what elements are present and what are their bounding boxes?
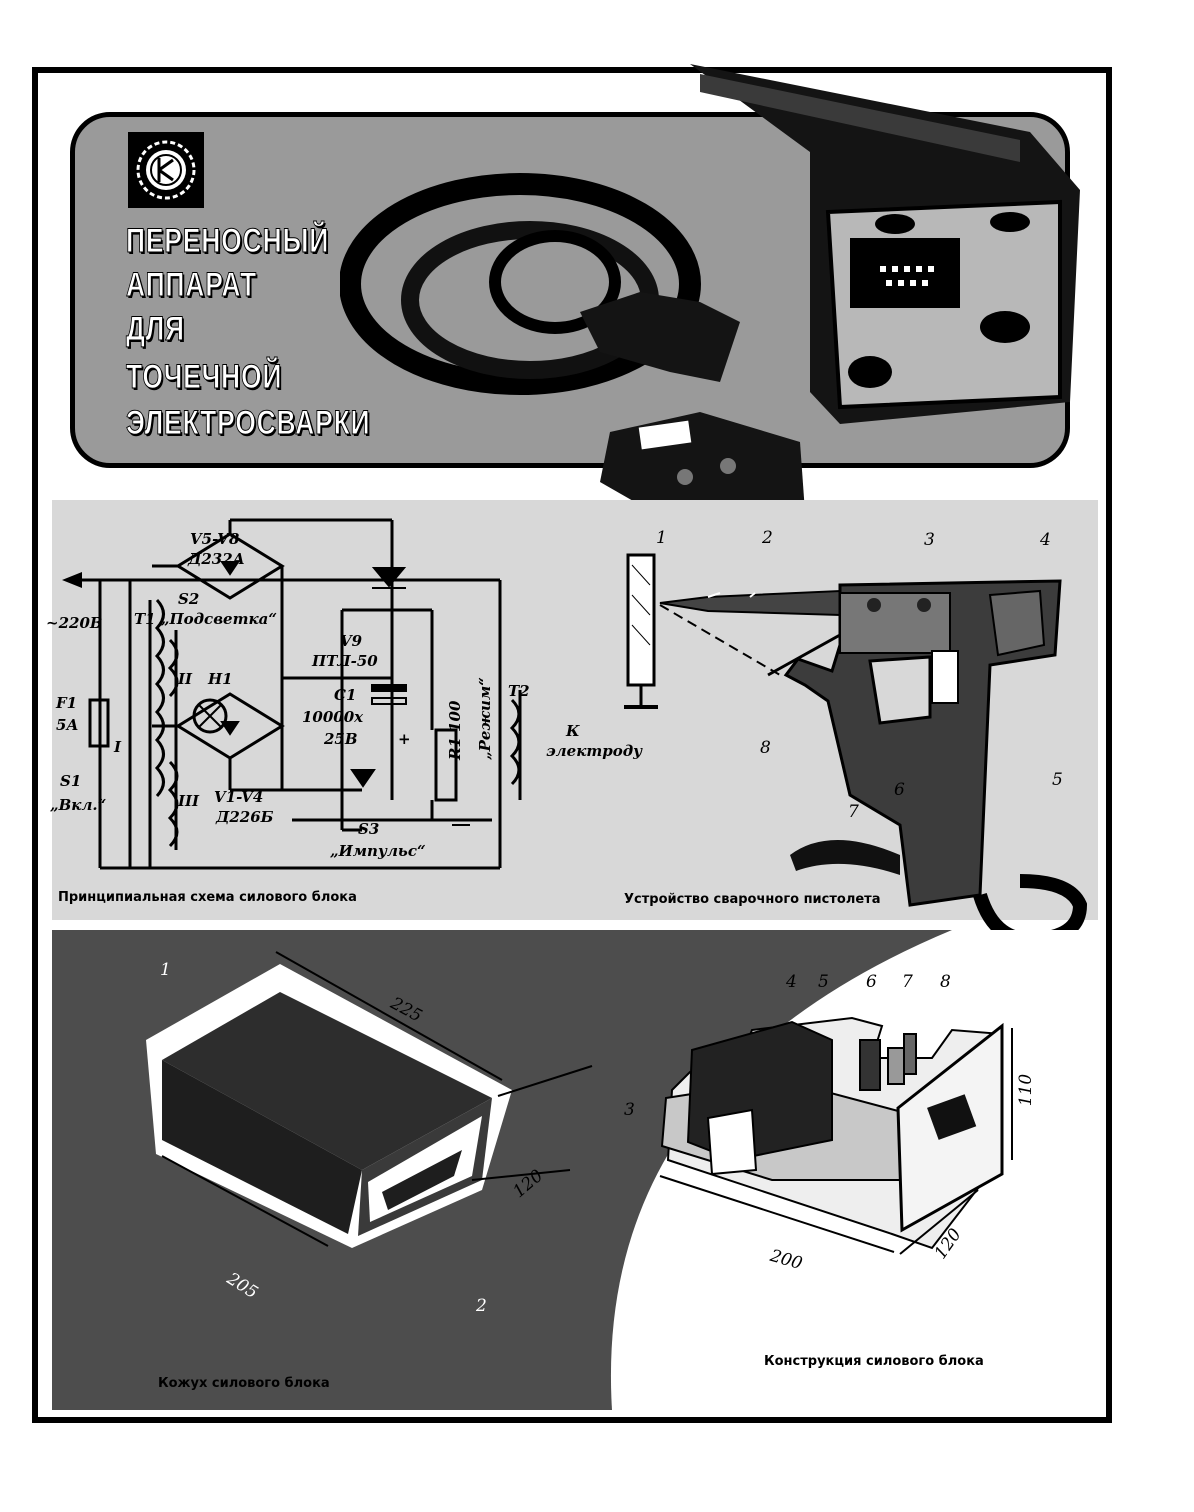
pistol-part-1: 1 [656,528,667,548]
pistol-part-7: 7 [848,802,859,822]
construction-part-4: 4 [786,972,797,992]
label-s3: S3 [358,820,380,838]
pistol-part-8: 8 [760,738,771,758]
label-mains: ~220В [46,614,103,632]
title-line-3: ДЛЯ [126,310,185,349]
device-photo [340,64,1080,527]
label-rezhim: „Режим“ [476,677,494,760]
label-s2: S2 [178,590,200,608]
circuit-schematic [62,518,522,870]
pistol-part-3: 3 [924,530,935,550]
label-t2: T2 [508,682,530,700]
label-vkl: „Вкл.“ [50,796,107,814]
title-line-5: ЭЛЕКТРОСВАРКИ [126,404,371,443]
label-v1v4: V1-V4 [214,788,264,806]
welding-pistol-drawing [624,553,1088,945]
title-line-1: ПЕРЕНОСНЫЙ [126,222,330,261]
label-plus: + [398,730,411,748]
casing-part-1: 1 [160,960,171,980]
title-line-2: АППАРАТ [126,266,257,305]
pistol-part-2: 2 [762,528,773,548]
label-f1-value: 5А [56,716,79,734]
construction-part-3: 3 [624,1100,635,1120]
label-v9: V9 [340,632,363,650]
label-ptl50: ПТЛ-50 [312,652,378,670]
label-c1: C1 [334,686,357,704]
label-v5v8: V5-V8 [190,530,240,548]
construction-part-8: 8 [940,972,951,992]
casing-part-2: 2 [476,1296,487,1316]
pistol-part-4: 4 [1040,530,1051,550]
label-d226b: Д226Б [216,808,274,826]
label-c1-value: 10000х [302,708,364,726]
dimension-drawings [146,930,1098,1410]
construction-caption: Конструкция силового блока [764,1354,984,1369]
label-s1: S1 [60,772,82,790]
label-winding-iii: III [178,792,200,810]
construction-dim-110: 110 [1016,1073,1037,1107]
label-electrodu: электроду [546,742,643,760]
construction-part-7: 7 [902,972,913,992]
journal-emblem [128,132,204,208]
title-line-4: ТОЧЕЧНОЙ [126,358,283,397]
pistol-caption: Устройство сварочного пистолета [624,892,881,907]
label-f1: F1 [56,694,78,712]
label-c1-voltage: 25В [324,730,358,748]
label-r1: R1 100 [446,700,464,760]
label-h1: H1 [208,670,233,688]
construction-part-6: 6 [866,972,877,992]
label-impuls: „Импульс“ [330,842,426,860]
label-winding-i: I [114,738,122,756]
construction-part-5: 5 [818,972,829,992]
pistol-part-6: 6 [894,780,905,800]
label-winding-ii: II [178,670,193,688]
casing-caption: Кожух силового блока [158,1376,330,1391]
label-k: К [566,722,580,740]
schematic-caption: Принципиальная схема силового блока [58,890,357,905]
pistol-part-5: 5 [1052,770,1063,790]
label-t1-podsvetka: T1 „Подсветка“ [134,610,277,628]
label-d232a: Д232А [188,550,245,568]
